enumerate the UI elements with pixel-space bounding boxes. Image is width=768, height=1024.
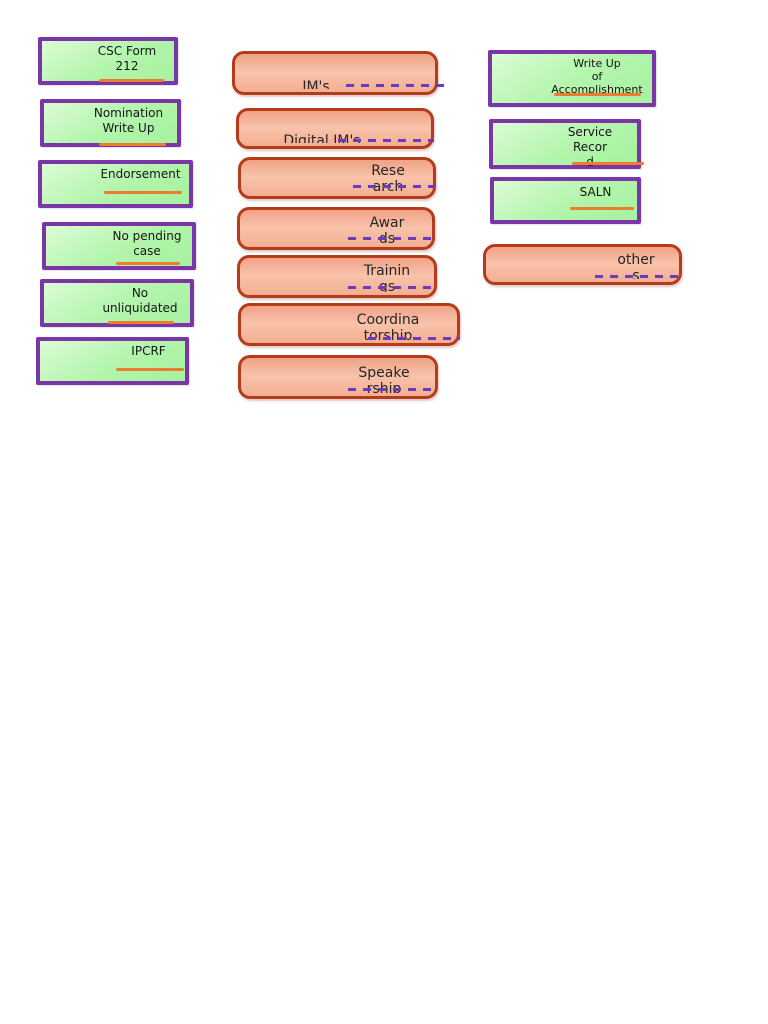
card-write-up-of-accomplishment[interactable]: Write Up of Accomplishment <box>488 50 656 107</box>
card-text: No pending case <box>46 226 192 266</box>
card-label-line: 212 <box>115 59 139 73</box>
card-text: No unliquidated <box>44 283 190 323</box>
card-digital-ims[interactable]: Digital IM's <box>236 108 434 149</box>
card-label-line: Trainin <box>363 263 411 279</box>
card-saln[interactable]: SALN <box>490 177 641 224</box>
orange-underline <box>116 368 184 371</box>
orange-underline <box>99 143 166 146</box>
card-speakership[interactable]: Speake rship <box>238 355 438 399</box>
card-label: Rese arch <box>350 163 426 193</box>
card-text: Service Recor d <box>493 123 637 169</box>
card-label: other s <box>600 252 672 279</box>
card-label-line: Service <box>567 125 613 139</box>
card-label-line: Speake <box>358 365 410 381</box>
card-label-line: Coordina <box>356 312 420 328</box>
orange-underline <box>116 262 180 265</box>
dashed-blank-line <box>348 237 436 240</box>
card-research[interactable]: Rese arch <box>238 157 437 199</box>
card-text: Coordina torship <box>244 309 454 340</box>
card-label-line: Digital IM's <box>283 133 361 143</box>
card-text: IM's <box>238 57 432 89</box>
orange-underline <box>108 321 174 324</box>
dashed-blank-line <box>353 185 437 188</box>
card-label-line: Awar <box>369 215 405 231</box>
card-ipcrf[interactable]: IPCRF <box>36 337 189 385</box>
card-csc-form-212[interactable]: CSC Form 212 <box>38 37 178 85</box>
card-no-pending-case[interactable]: No pending case <box>42 222 196 270</box>
card-label-line: SALN <box>579 185 612 199</box>
card-label-line: No <box>131 286 149 300</box>
card-label-line: Rese <box>371 163 405 179</box>
card-label-line: Write Up <box>573 57 621 70</box>
card-coordinatorship[interactable]: Coordina torship <box>238 303 460 346</box>
card-text: IPCRF <box>40 341 185 381</box>
card-label-line: IPCRF <box>131 344 166 358</box>
card-trainings[interactable]: Trainin gs <box>237 255 438 298</box>
card-text: Rese arch <box>244 163 430 193</box>
card-text: SALN <box>494 181 637 220</box>
card-label-line: Endorsement <box>100 167 181 181</box>
card-label-line: Nomination <box>93 106 164 120</box>
card-label-line: other <box>617 252 655 268</box>
card-text: CSC Form 212 <box>42 41 174 81</box>
orange-strike-line <box>572 162 644 165</box>
dashed-blank-line <box>348 286 438 289</box>
card-label-line: Recor <box>572 140 608 154</box>
card-no-unliquidated[interactable]: No unliquidated <box>40 279 194 327</box>
card-label-line: IM's <box>302 79 330 89</box>
dashed-blank-line <box>338 139 434 142</box>
dashed-blank-line <box>368 337 460 340</box>
card-others[interactable]: other s <box>483 244 683 285</box>
orange-underline <box>570 207 634 210</box>
card-endorsement[interactable]: Endorsement <box>38 160 193 208</box>
card-label-line: unliquidated <box>102 301 178 315</box>
card-label: Coordina torship <box>338 312 438 340</box>
card-label-line: s <box>632 268 640 279</box>
card-text: other s <box>489 250 676 279</box>
card-service-record[interactable]: Service Recor d <box>489 119 644 169</box>
card-awards[interactable]: Awar ds <box>237 207 436 250</box>
card-label-line: Write Up <box>102 121 155 135</box>
card-label-line: case <box>133 244 161 258</box>
card-label-line: No pending <box>112 229 182 243</box>
orange-underline <box>104 191 182 194</box>
card-text: Digital IM's <box>242 114 428 143</box>
card-nomination-write-up[interactable]: Nomination Write Up <box>40 99 181 147</box>
card-text: Write Up of Accomplishment <box>492 54 652 103</box>
dashed-blank-line <box>595 275 683 278</box>
orange-underline <box>99 79 164 82</box>
card-label-line: rship <box>366 381 402 393</box>
card-label-line: Accomplishment <box>551 83 643 96</box>
card-text: Endorsement <box>42 164 189 204</box>
card-ims[interactable]: IM's <box>232 51 444 95</box>
card-label-line: of <box>591 70 603 83</box>
card-text: Nomination Write Up <box>44 103 177 143</box>
card-label-line: CSC Form <box>97 44 157 58</box>
dashed-blank-line <box>348 388 434 391</box>
dashed-blank-line <box>346 84 444 87</box>
orange-strike-line <box>554 93 641 96</box>
